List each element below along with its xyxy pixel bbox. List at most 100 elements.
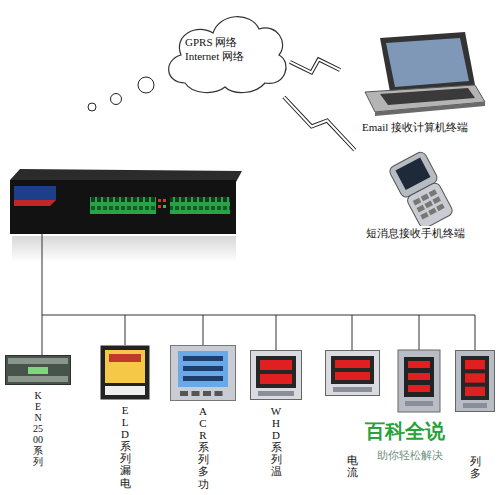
watermark: 助你轻松解决 [377, 448, 443, 463]
meter-digits [465, 373, 485, 382]
meter-illustration [325, 350, 380, 396]
meter-illustration [170, 345, 236, 401]
network-cloud: GPRS 网络 Internet 网络 [155, 5, 290, 97]
lightning-core [284, 97, 355, 150]
meter-digits [465, 360, 485, 369]
device-caption: Email 接收计算机终端 [340, 120, 490, 134]
bubble [88, 103, 96, 111]
bus-wire [42, 234, 475, 355]
cloud-outline [169, 17, 286, 93]
phone-key [436, 203, 445, 211]
lightning-outline [290, 59, 340, 72]
meter-illustration [455, 350, 495, 412]
phone-lid [388, 150, 439, 199]
device-caption: 短消息接收手机终端 [340, 226, 490, 240]
laptop-illustration [340, 30, 490, 120]
watermark: 百科全说 [365, 418, 445, 445]
meter-digits [335, 360, 370, 368]
lightning-core [290, 59, 340, 72]
terminal-device: Email 接收计算机终端 [340, 30, 490, 134]
meter-label: WHD系列温 [271, 405, 282, 478]
laptop-edge [375, 102, 485, 116]
meter-plate [105, 386, 145, 395]
meter-button [215, 391, 223, 396]
meter-buttons [258, 391, 294, 396]
meter-illustration [5, 355, 71, 385]
meter-button [180, 391, 188, 396]
meter-buttons [333, 387, 372, 392]
bubble [111, 94, 122, 105]
meter-digits [408, 361, 430, 368]
meter-screen [331, 356, 374, 384]
meter-digits [335, 372, 370, 380]
meter-digits [183, 356, 223, 361]
device-front [10, 180, 236, 234]
meter-housing [101, 346, 150, 400]
device-logo [14, 186, 56, 200]
meter-window [28, 367, 48, 374]
phone-key [428, 208, 437, 216]
terminal-block [170, 197, 230, 214]
meter-label: ELD系列漏电 [120, 404, 131, 489]
meter-buttons [405, 401, 433, 406]
led [163, 205, 166, 208]
meter-housing [326, 351, 380, 396]
phone-key [417, 205, 426, 213]
phone-key [420, 212, 429, 220]
meter-buttons [463, 403, 487, 408]
device-reflection [12, 236, 236, 262]
meter-device: 电流 [325, 350, 380, 478]
meter-digits [465, 387, 485, 396]
meter-button [203, 391, 211, 396]
lightning-link [290, 59, 340, 72]
phone-screen [395, 157, 430, 190]
meter-screen [256, 356, 296, 388]
terminal-strip [8, 376, 68, 382]
lightning-link [284, 97, 355, 150]
phone-key [432, 196, 441, 204]
phone-key [424, 201, 433, 209]
laptop-screen [386, 38, 469, 87]
meter-housing [456, 351, 495, 412]
phone-key [421, 194, 430, 202]
meter-digits [260, 374, 292, 384]
meter-housing [251, 351, 302, 400]
phone-illustration [340, 150, 490, 226]
meter-digits [408, 385, 430, 392]
phone-key [429, 189, 438, 197]
device-logo-band [14, 200, 56, 206]
meter-housing [398, 350, 440, 412]
meter-display [105, 350, 145, 383]
meter-housing [171, 346, 236, 401]
phone-body [388, 150, 456, 226]
meter-housing [6, 356, 71, 385]
meter-label: 电流 [347, 454, 358, 478]
bubble [138, 77, 154, 93]
network-label: GPRS 网络 Internet 网络 [185, 35, 264, 64]
meter-device: KEN2500系列 [5, 355, 71, 467]
phone-keypad-body [406, 181, 455, 226]
terminal-strip [8, 358, 68, 364]
laptop-keyboard [380, 88, 475, 105]
led [163, 199, 166, 202]
meter-label: KEN2500系列 [33, 390, 43, 467]
phone-key [413, 198, 422, 206]
meter-illustration [250, 350, 302, 400]
terminal-block [90, 197, 156, 214]
lightning-outline [284, 97, 355, 150]
meter-digits [183, 366, 223, 371]
led [158, 205, 161, 208]
terminal-device: 短消息接收手机终端 [340, 150, 490, 240]
meter-device: WHD系列温 [250, 350, 302, 478]
meter-button [192, 391, 200, 396]
meter-label: ACR系列多功 [198, 405, 209, 490]
laptop-lid [380, 32, 475, 92]
meter-device: ELD系列漏电 [100, 345, 150, 489]
meter-screen [461, 356, 489, 400]
meter-illustration [100, 345, 150, 400]
meter-digits [408, 373, 430, 380]
meter-screen [404, 357, 434, 397]
meter-digits [260, 360, 292, 370]
meter-label: 列多 [470, 455, 481, 479]
meter-digits [183, 376, 223, 381]
